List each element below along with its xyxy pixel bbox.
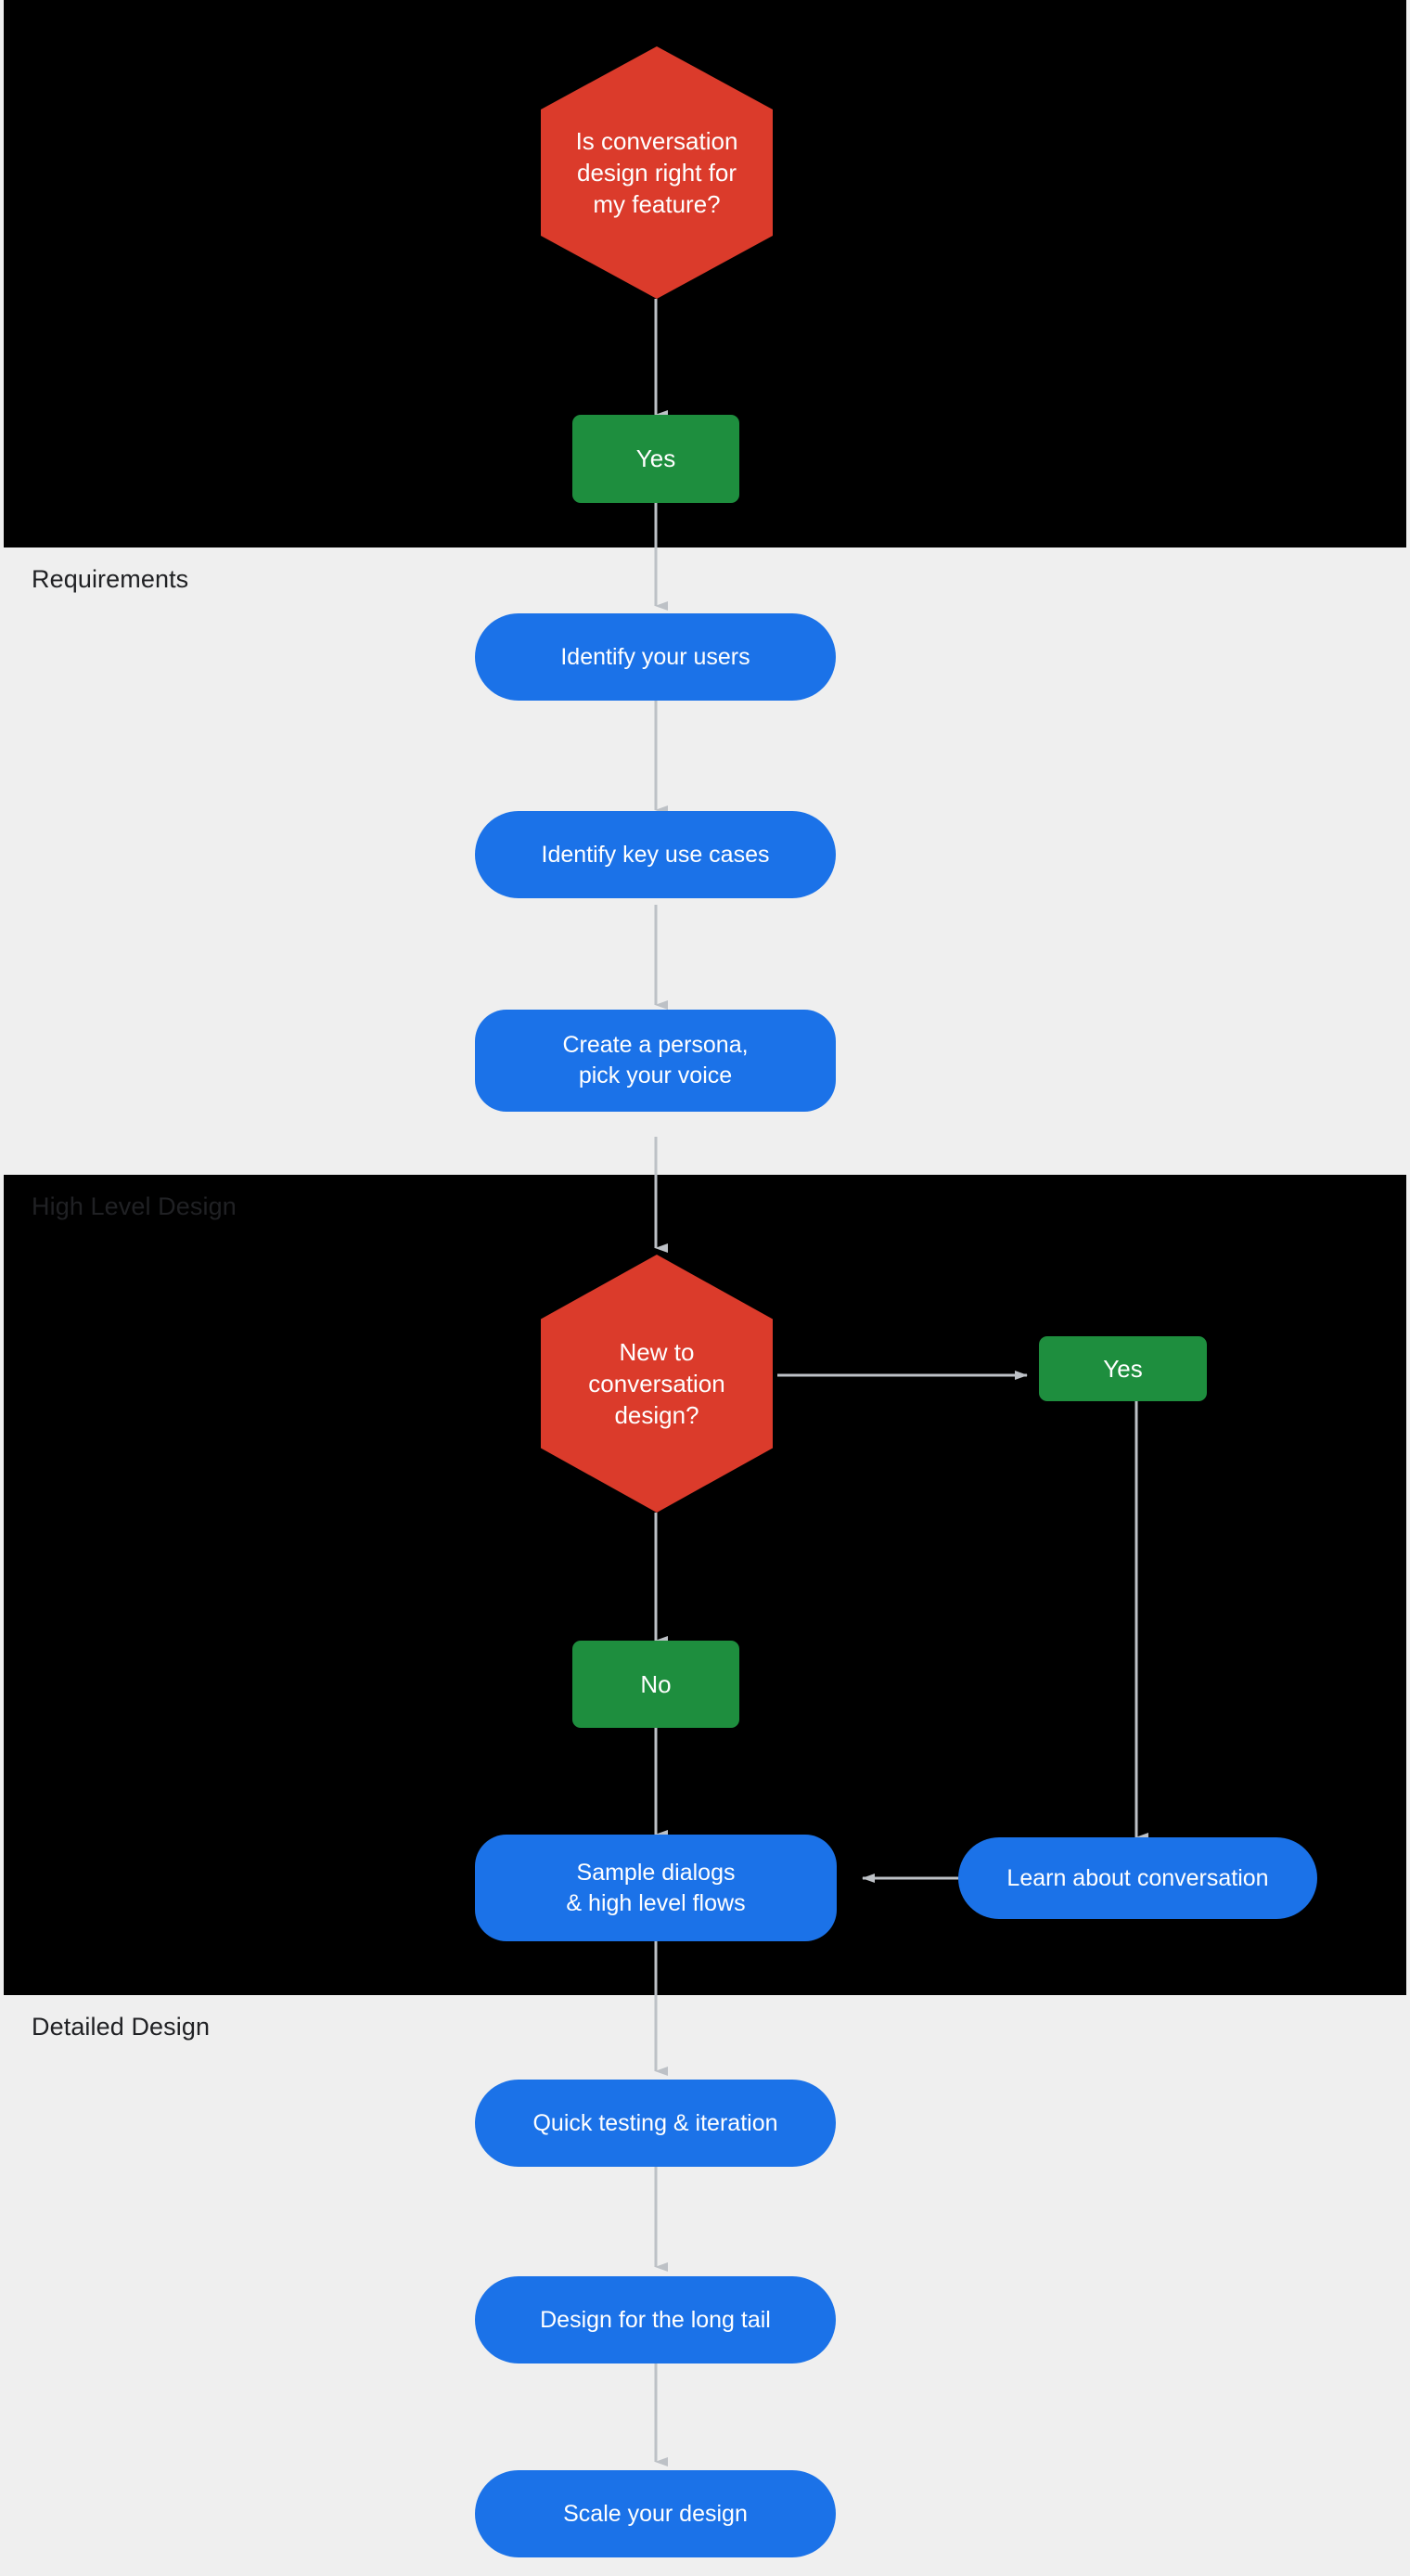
section-label-high-level-design: High Level Design [32,1192,237,1220]
step-identify-key-use-cases[interactable]: Identify key use cases [475,811,836,898]
step-learn-about-conversation[interactable]: Learn about conversation [958,1837,1317,1919]
answer-yes-1[interactable]: Yes [572,415,739,503]
answer-no[interactable]: No [572,1641,739,1728]
page-gutter-right [1406,0,1410,2576]
section-label-detailed-design: Detailed Design [32,2013,211,2041]
step-sample-dialogs-high-level-flows[interactable]: Sample dialogs & high level flows [475,1835,837,1941]
step-label: Identify key use cases [541,841,770,868]
answer-label: Yes [635,444,676,473]
decision-label: Is conversation design right for my feat… [575,126,738,219]
step-scale-your-design[interactable]: Scale your design [475,2470,836,2557]
step-label: Identify your users [560,643,750,670]
decision-label: New to conversation design? [588,1337,725,1430]
step-label: Learn about conversation [1006,1864,1269,1891]
step-quick-testing-iteration[interactable]: Quick testing & iteration [475,2080,836,2167]
step-label: Design for the long tail [540,2306,771,2333]
section-label-requirements: Requirements [32,565,189,593]
page-gutter-left [0,0,4,2576]
step-identify-your-users[interactable]: Identify your users [475,613,836,701]
step-design-for-the-long-tail[interactable]: Design for the long tail [475,2276,836,2363]
step-label: Create a persona, pick your voice [562,1032,749,1088]
answer-label: Yes [1103,1354,1143,1383]
step-label: Scale your design [563,2500,748,2527]
decision-is-conversation-design-right[interactable]: Is conversation design right for my feat… [541,46,773,299]
answer-label: No [640,1669,672,1698]
step-label: Quick testing & iteration [532,2109,778,2136]
answer-yes-2[interactable]: Yes [1039,1336,1207,1401]
step-label: Sample dialogs & high level flows [566,1859,746,1916]
step-create-a-persona[interactable]: Create a persona, pick your voice [475,1010,836,1112]
decision-new-to-conversation-design[interactable]: New to conversation design? [541,1255,773,1513]
